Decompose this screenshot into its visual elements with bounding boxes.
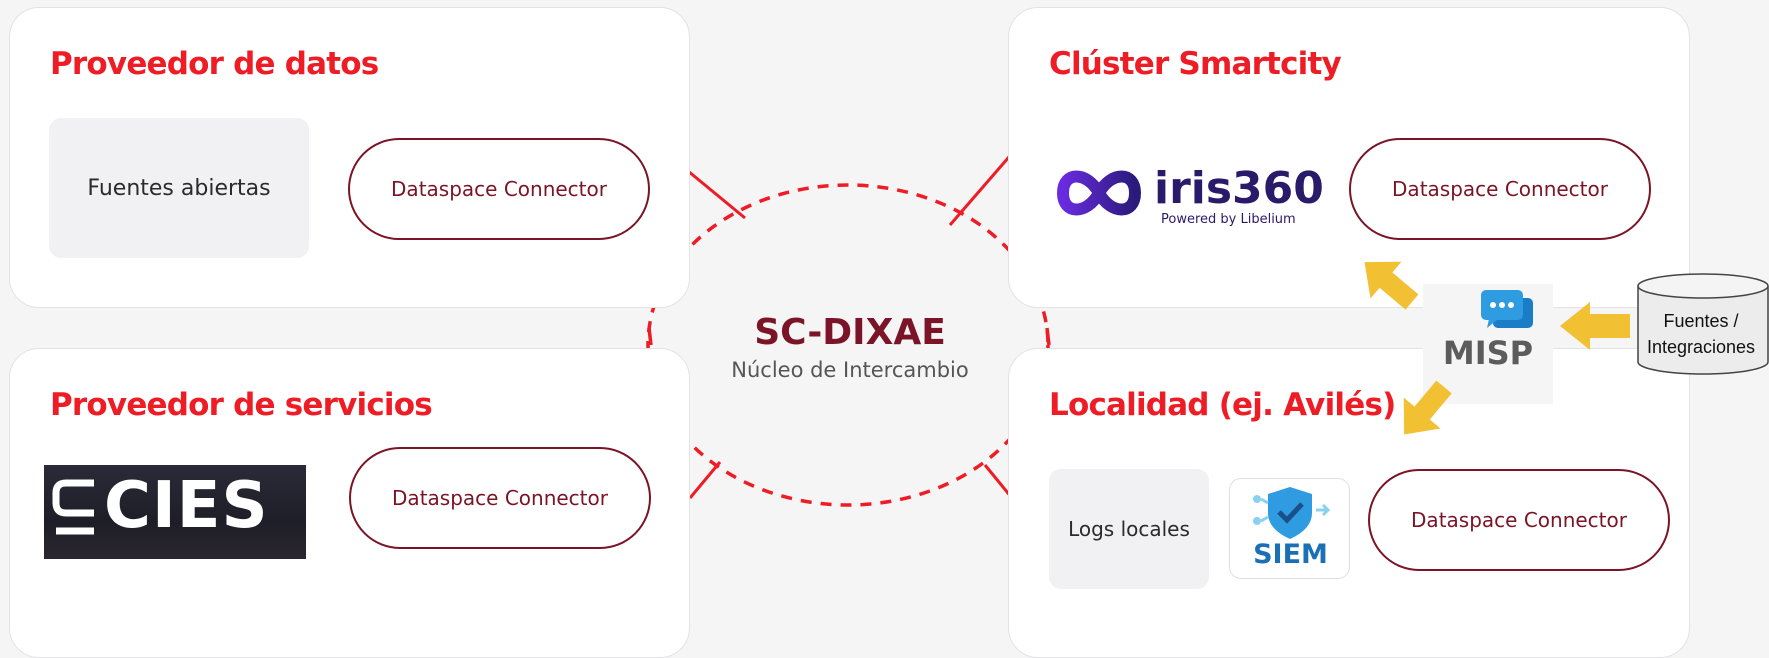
db-label-line1: Fuentes /	[1663, 311, 1739, 331]
dataspace-connector[interactable]: Dataspace Connector	[348, 138, 650, 240]
siem-label: SIEM	[1253, 539, 1328, 570]
panel-title: Proveedor de datos	[50, 46, 379, 82]
open-sources-box: Fuentes abiertas	[49, 118, 309, 258]
panel-locality: Localidad (ej. Avilés) Logs locales Data…	[1008, 348, 1690, 658]
misp-label: MISP	[1442, 334, 1534, 372]
iris360-tagline: Powered by Libelium	[1161, 212, 1296, 227]
link-service-provider	[688, 461, 722, 499]
hub-subtitle: Núcleo de Intercambio	[731, 358, 969, 382]
chat-bubbles-icon	[1481, 290, 1533, 328]
db-label-line2: Integraciones	[1646, 337, 1756, 357]
panel-data-provider: Proveedor de datos Fuentes abiertas Data…	[9, 7, 690, 308]
dataspace-connector[interactable]: Dataspace Connector	[349, 447, 651, 549]
panel-title: Proveedor de servicios	[50, 387, 433, 423]
panel-title: Localidad (ej. Avilés)	[1049, 387, 1396, 423]
hub-title: SC-DIXAE	[754, 312, 946, 353]
cies-symbol-icon	[52, 479, 94, 535]
panel-service-provider: Proveedor de servicios CIES Dataspace Co…	[9, 348, 690, 658]
dataspace-connector[interactable]: Dataspace Connector	[1349, 138, 1651, 240]
dataspace-connector[interactable]: Dataspace Connector	[1368, 469, 1670, 571]
sources-integrations-label: Fuentes / Integraciones	[1636, 308, 1766, 360]
panel-title: Clúster Smartcity	[1049, 46, 1342, 82]
iris360-logo: iris360 Powered by Libelium	[1056, 163, 1324, 227]
misp-node: MISP	[1423, 284, 1553, 404]
iris360-wordmark: iris360	[1154, 163, 1324, 214]
cies-logo: CIES	[44, 465, 306, 559]
cies-logo-text: CIES	[104, 469, 269, 543]
local-logs-box: Logs locales	[1049, 469, 1209, 589]
siem-shield-icon	[1253, 487, 1331, 539]
link-locality	[983, 464, 1014, 499]
panel-smartcity-cluster: Clúster Smartcity iris360 Powered by Lib…	[1008, 7, 1690, 308]
siem-card: SIEM	[1229, 478, 1350, 579]
